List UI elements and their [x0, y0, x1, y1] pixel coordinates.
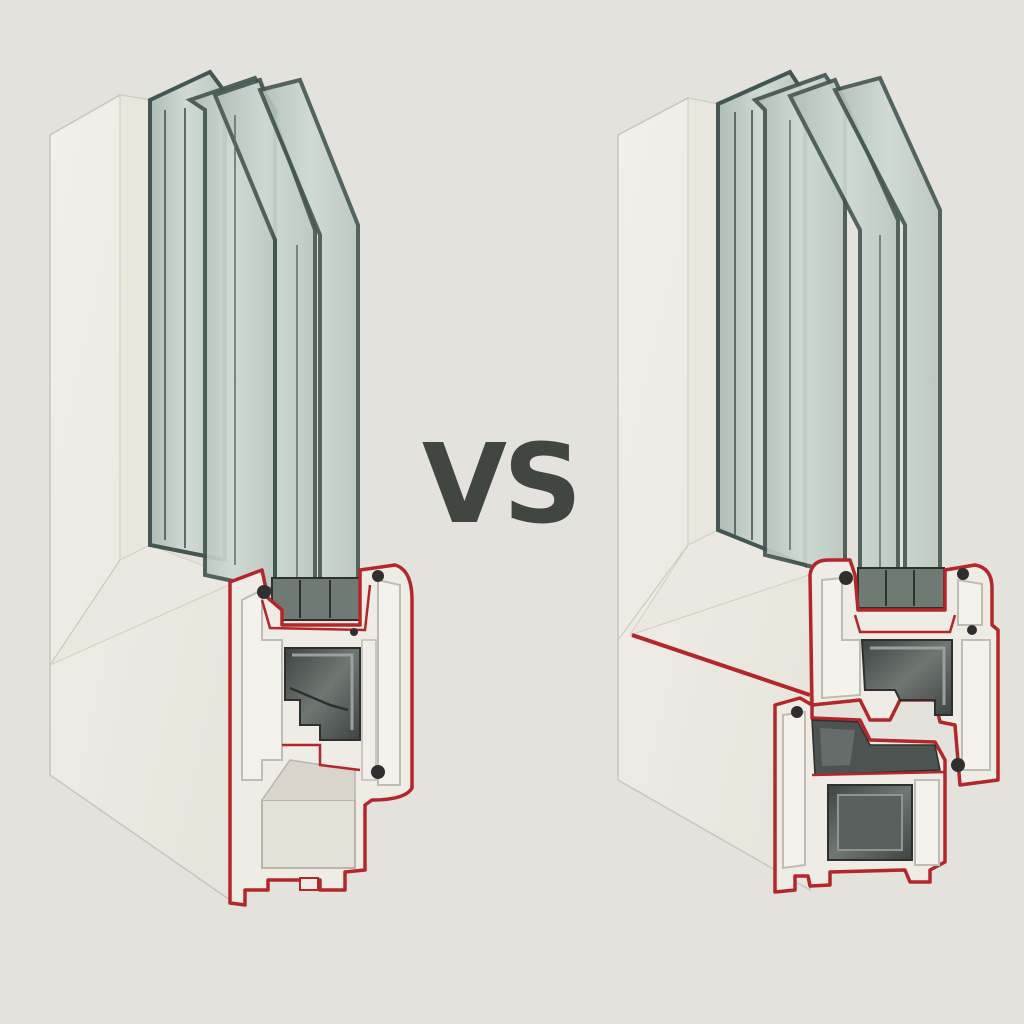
right-sash-chamber-right	[957, 578, 983, 626]
left-seal-bottom	[371, 765, 385, 779]
right-frame-bevel	[687, 97, 719, 546]
left-profile-cross-section	[228, 563, 414, 907]
left-glazing-spacer	[271, 577, 363, 621]
right-sash-steel	[860, 639, 953, 716]
left-chamber-lower	[261, 799, 356, 869]
left-sash-inner-line	[260, 584, 372, 772]
right-frame-chamber-left	[782, 710, 806, 870]
left-seal-top	[257, 585, 271, 599]
right-frame-chamber-right	[961, 639, 991, 771]
right-frame-cross-section	[773, 696, 965, 894]
right-seal-top-right	[957, 568, 969, 580]
right-glazing-unit	[716, 69, 946, 633]
left-chamber-mid	[361, 639, 377, 781]
right-seal-bottom	[951, 758, 965, 772]
right-seal-mid	[791, 706, 803, 718]
left-chamber-upper	[241, 588, 283, 781]
right-sill-red-edge	[631, 633, 811, 697]
vs-label: VS	[422, 420, 578, 548]
right-sash-cross-section	[808, 558, 1000, 787]
left-chamber-right	[377, 578, 401, 786]
right-seal-top-left	[839, 571, 853, 585]
left-seal-top-right	[372, 570, 384, 582]
left-glazing-unit	[148, 69, 363, 621]
left-frame-bevel	[119, 94, 151, 561]
right-window-profile	[617, 69, 1000, 894]
left-window-profile	[48, 69, 414, 907]
left-steel-reinforcement	[284, 647, 361, 741]
right-frame-chamber-right-lower	[914, 779, 940, 866]
right-glazing-spacer	[857, 567, 945, 609]
